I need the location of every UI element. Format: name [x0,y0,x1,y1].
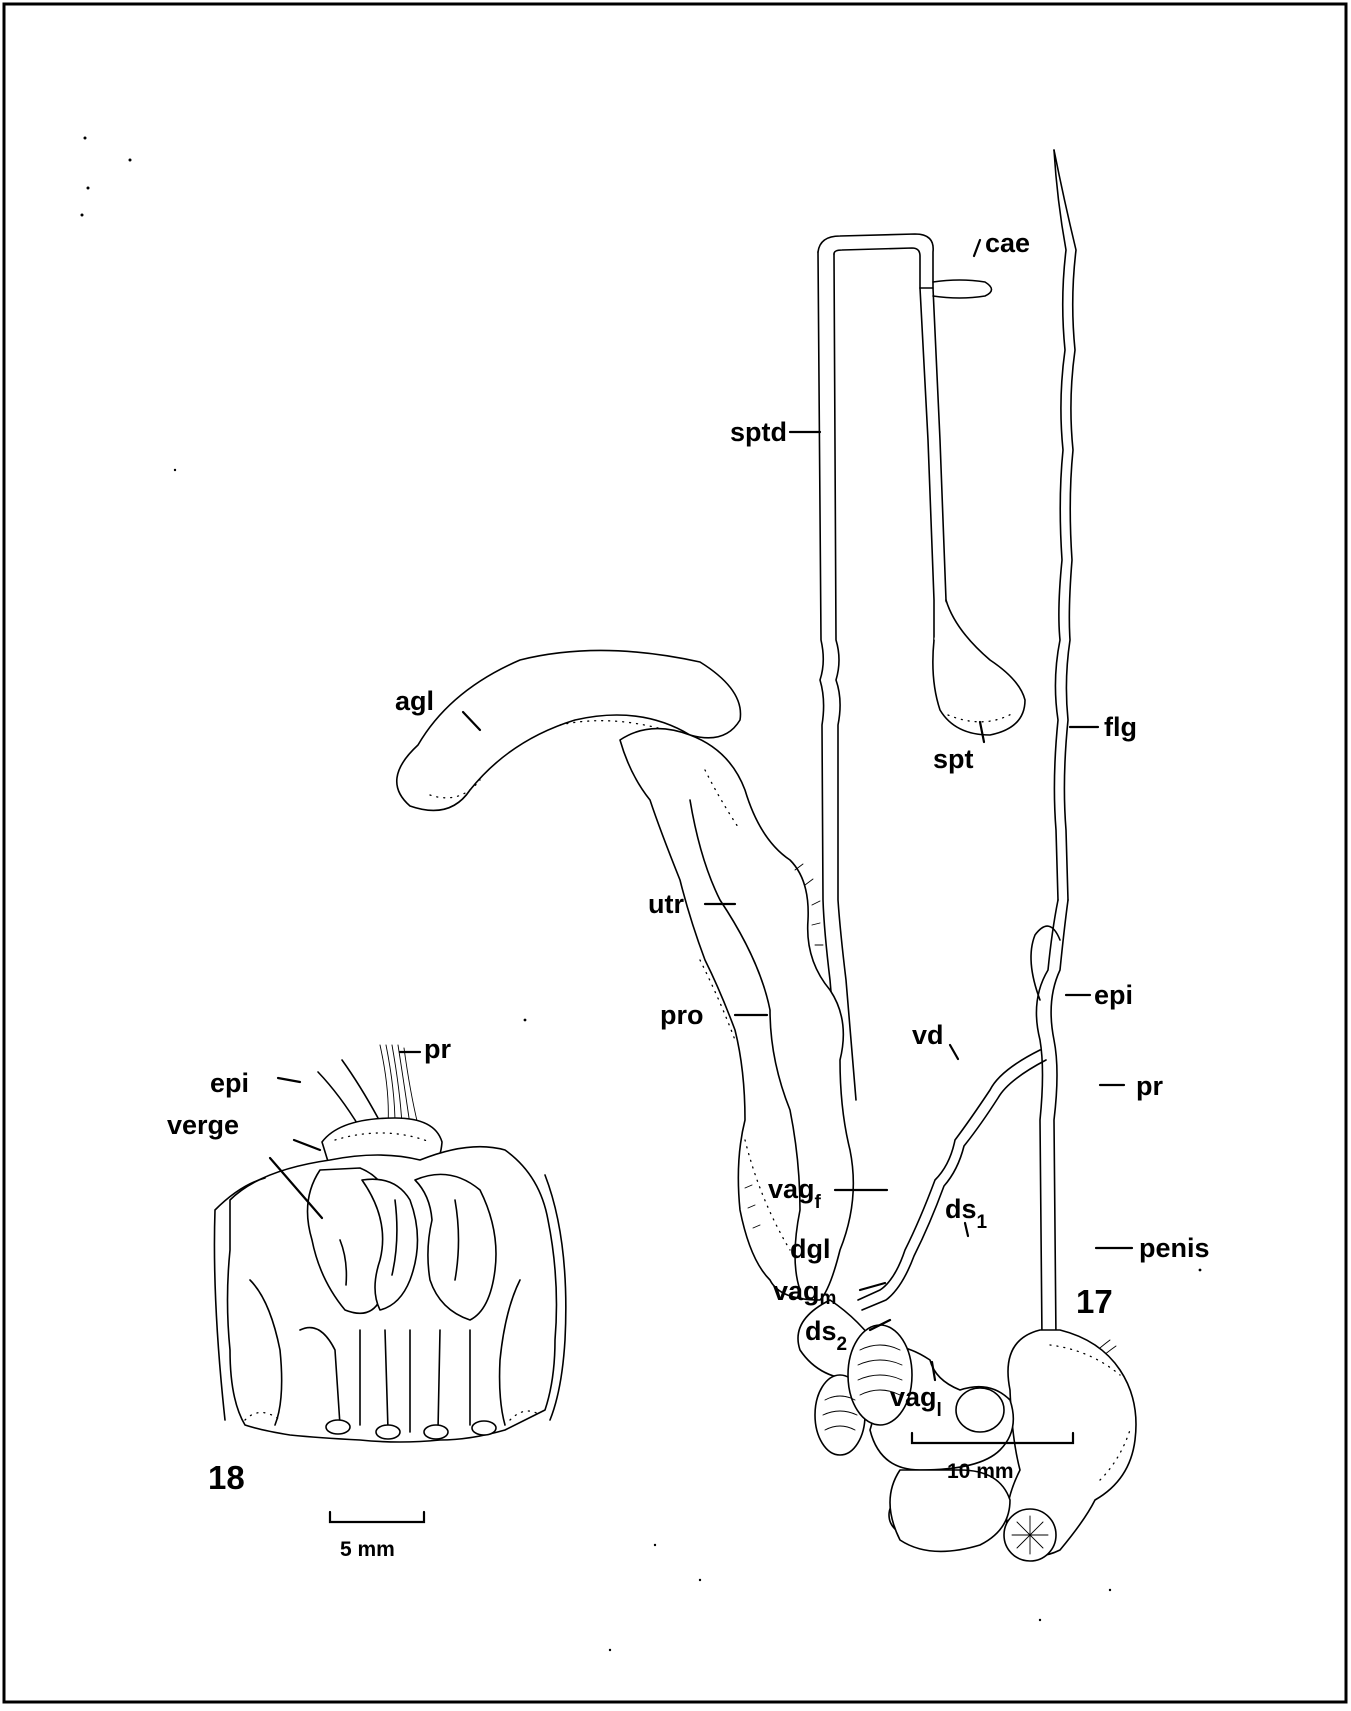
label-flg: flg [1104,712,1137,742]
spermathecal-duct [818,234,946,1100]
label-penis: penis [1139,1233,1210,1263]
label-utr: utr [648,889,684,919]
figure-number-18: 18 [208,1459,245,1496]
scale-bar-5mm: 5 mm [330,1512,424,1561]
label-cae: cae [985,228,1030,258]
caecum [933,280,992,298]
label-vd: vd [912,1020,944,1050]
figure-number-17: 17 [1076,1283,1113,1320]
label-verge: verge [167,1110,239,1140]
label-dgl: dgl [790,1234,831,1264]
label-epi-18: epi [210,1068,249,1098]
label-pro: pro [660,1000,704,1030]
label-pr: pr [1136,1071,1163,1101]
vas-deferens [858,1050,1040,1300]
spermatheca [933,600,1025,735]
label-epi: epi [1094,980,1133,1010]
retractor-strands [380,1045,418,1125]
scale-label-10mm: 10 mm [947,1460,1014,1483]
scale-label-5mm: 5 mm [340,1538,395,1561]
epiphallus [1031,900,1068,1340]
label-agl: agl [395,686,434,716]
label-spt: spt [933,744,974,774]
dart-sac-1 [956,1388,1004,1432]
epiphallus-tube [318,1060,378,1128]
figure-18-drawing: pr epi verge 18 5 mm [167,1034,566,1561]
label-sptd: sptd [730,417,787,447]
flagellum [1054,150,1076,900]
label-pr-18: pr [424,1034,451,1064]
